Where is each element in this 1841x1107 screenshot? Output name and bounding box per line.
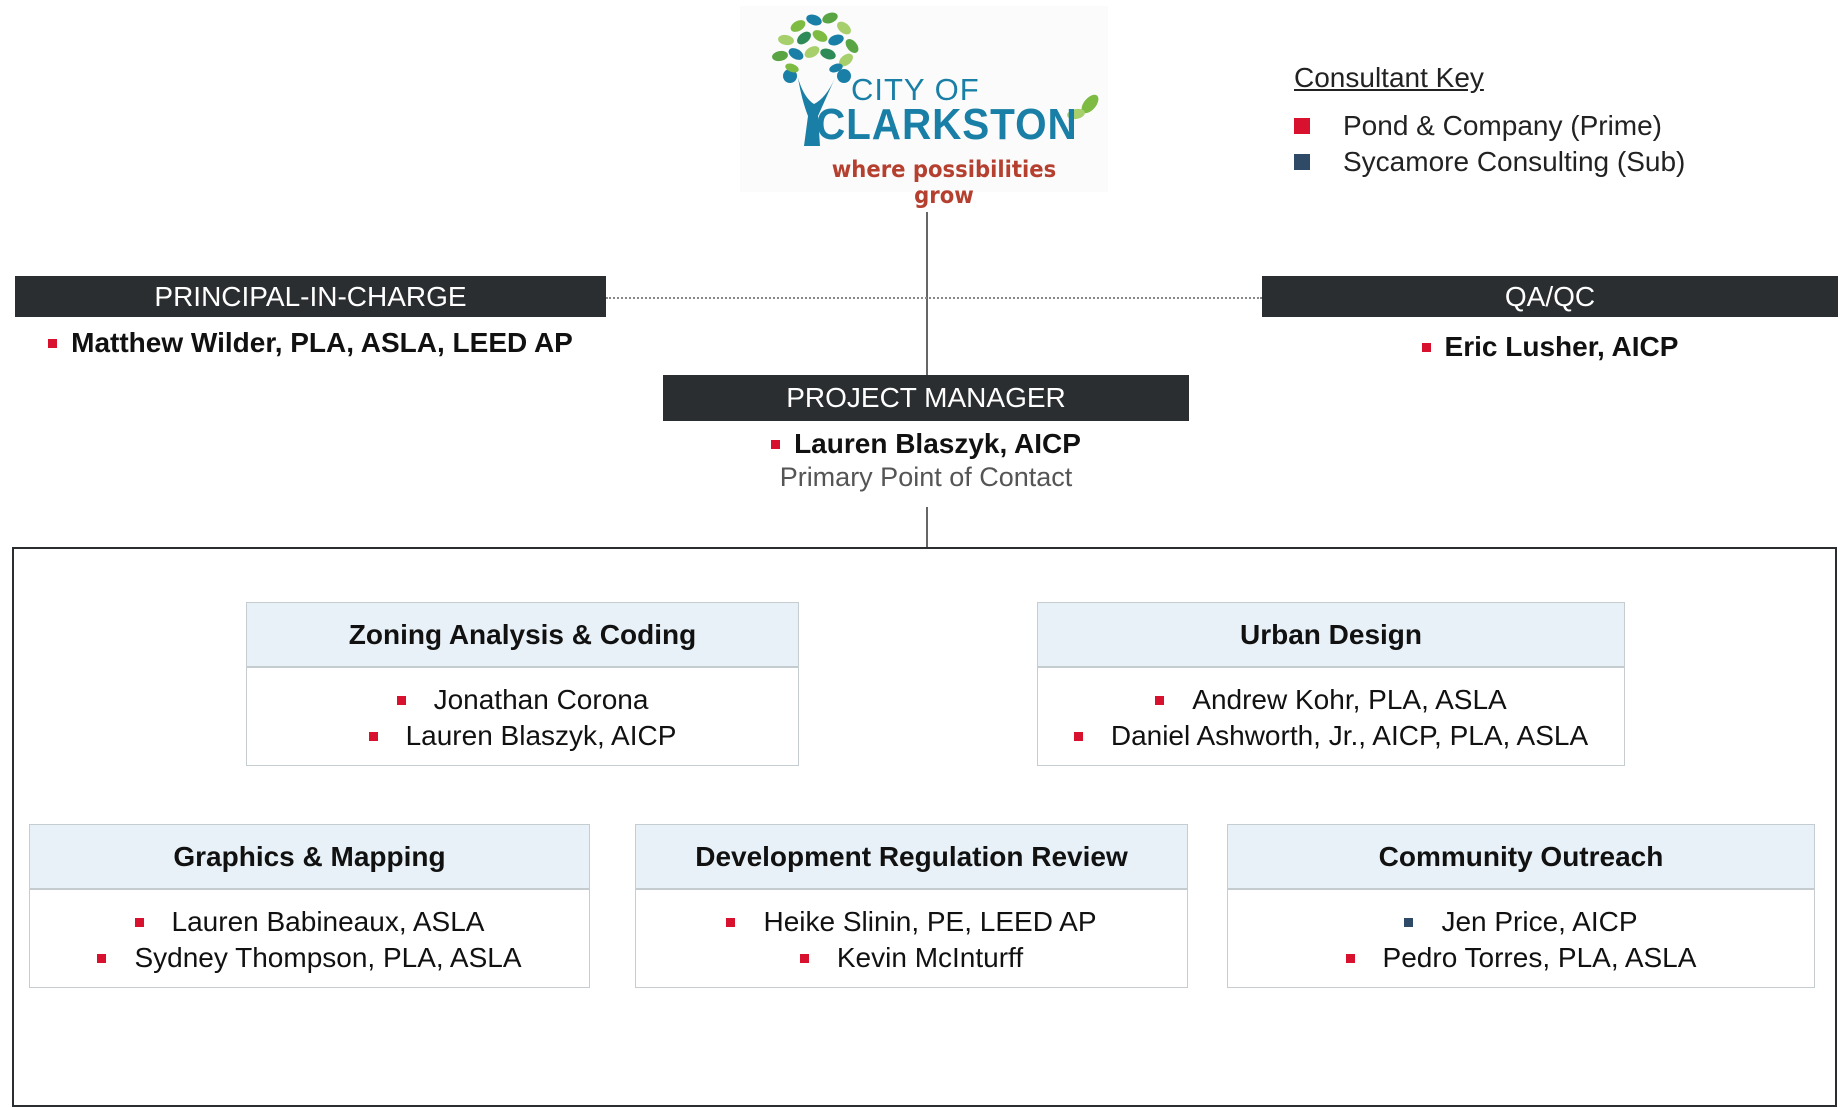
- connector-manager-to-teams: [926, 507, 928, 549]
- team-title: Zoning Analysis & Coding: [247, 603, 798, 668]
- consultant-marker: [799, 953, 809, 963]
- consultant-marker: [1345, 953, 1355, 963]
- team-member: Lauren Babineaux, ASLA: [30, 904, 589, 940]
- consultant-marker: [1421, 342, 1431, 352]
- team-member: Heike Slinin, PE, LEED AP: [636, 904, 1187, 940]
- consultant-marker: [396, 695, 406, 705]
- member-name: Jonathan Corona: [433, 684, 649, 715]
- person-name: Lauren Blaszyk, AICP: [794, 428, 1081, 459]
- legend-swatch-sub: [1294, 154, 1310, 170]
- logo-clarkston: CLARKSTON: [816, 100, 1078, 149]
- manager-subtitle: Primary Point of Contact: [779, 462, 1073, 492]
- team-title: Graphics & Mapping: [30, 825, 589, 890]
- team-member: Lauren Blaszyk, AICP: [247, 718, 798, 754]
- team-graphics-mapping: Graphics & Mapping Lauren Babineaux, ASL…: [29, 824, 590, 988]
- team-title: Development Regulation Review: [636, 825, 1187, 890]
- logo-city-of: CITY OF: [851, 72, 980, 107]
- member-name: Sydney Thompson, PLA, ASLA: [134, 942, 522, 973]
- principal-in-charge-header: PRINCIPAL-IN-CHARGE: [15, 276, 606, 317]
- consultant-key: Consultant Key Pond & Company (Prime) Sy…: [1294, 62, 1714, 180]
- principal-person: Matthew Wilder, PLA, ASLA, LEED AP: [15, 323, 606, 363]
- qaqc-header: QA/QC: [1262, 276, 1838, 317]
- consultant-marker: [1404, 917, 1414, 927]
- team-member: Sydney Thompson, PLA, ASLA: [30, 940, 589, 976]
- consultant-marker: [48, 338, 58, 348]
- team-urban-design: Urban Design Andrew Kohr, PLA, ASLA Dani…: [1037, 602, 1625, 766]
- team-community-outreach: Community Outreach Jen Price, AICP Pedro…: [1227, 824, 1815, 988]
- legend-item-sub: Sycamore Consulting (Sub): [1294, 144, 1714, 180]
- qaqc-person: Eric Lusher, AICP: [1262, 327, 1838, 367]
- legend-label: Sycamore Consulting (Sub): [1343, 146, 1686, 177]
- team-title: Community Outreach: [1228, 825, 1814, 890]
- consultant-marker: [134, 917, 144, 927]
- team-member: Jonathan Corona: [247, 682, 798, 718]
- team-development-regulation: Development Regulation Review Heike Slin…: [635, 824, 1188, 988]
- team-member: Kevin McInturff: [636, 940, 1187, 976]
- tree-icon: [772, 12, 1099, 146]
- person-name: Matthew Wilder, PLA, ASLA, LEED AP: [71, 327, 573, 358]
- team-zoning-analysis: Zoning Analysis & Coding Jonathan Corona…: [246, 602, 799, 766]
- consultant-marker: [97, 953, 107, 963]
- consultant-marker: [1073, 731, 1083, 741]
- consultant-marker: [1155, 695, 1165, 705]
- connector-logo-to-manager: [926, 212, 928, 375]
- legend-swatch-prime: [1294, 118, 1310, 134]
- team-member: Pedro Torres, PLA, ASLA: [1228, 940, 1814, 976]
- member-name: Lauren Blaszyk, AICP: [405, 720, 677, 751]
- member-name: Andrew Kohr, PLA, ASLA: [1192, 684, 1507, 715]
- member-name: Heike Slinin, PE, LEED AP: [763, 906, 1097, 937]
- team-member: Andrew Kohr, PLA, ASLA: [1038, 682, 1624, 718]
- consultant-marker: [368, 731, 378, 741]
- member-name: Daniel Ashworth, Jr., AICP, PLA, ASLA: [1110, 720, 1589, 751]
- project-manager-header: PROJECT MANAGER: [663, 375, 1189, 421]
- team-title: Urban Design: [1038, 603, 1624, 668]
- consultant-marker: [726, 917, 736, 927]
- connector-dotted-principal-qaqc: [606, 297, 1262, 299]
- manager-person: Lauren Blaszyk, AICP: [663, 424, 1189, 464]
- logo-tagline: where possibilities grow: [831, 157, 1057, 209]
- city-logo: CITY OF CLARKSTON where possibilities gr…: [740, 6, 1108, 209]
- legend-title: Consultant Key: [1294, 62, 1484, 93]
- person-name: Eric Lusher, AICP: [1444, 331, 1679, 362]
- member-name: Kevin McInturff: [836, 942, 1024, 973]
- team-member: Jen Price, AICP: [1228, 904, 1814, 940]
- consultant-marker: [771, 439, 781, 449]
- legend-label: Pond & Company (Prime): [1343, 110, 1663, 141]
- team-member: Daniel Ashworth, Jr., AICP, PLA, ASLA: [1038, 718, 1624, 754]
- member-name: Jen Price, AICP: [1441, 906, 1638, 937]
- member-name: Pedro Torres, PLA, ASLA: [1382, 942, 1697, 973]
- legend-item-prime: Pond & Company (Prime): [1294, 108, 1714, 144]
- member-name: Lauren Babineaux, ASLA: [171, 906, 485, 937]
